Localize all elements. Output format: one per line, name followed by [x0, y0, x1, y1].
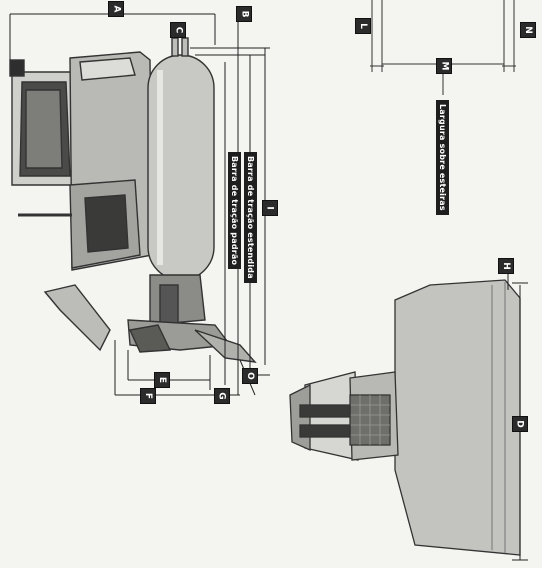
dimension-label-g: G [214, 388, 230, 404]
tractor-front-view [289, 258, 528, 561]
dimension-label-e: E [154, 372, 170, 388]
dimension-label-i: I [262, 200, 278, 216]
dimension-label-l: L [355, 18, 371, 34]
dimension-label-d: D [512, 416, 528, 432]
dimension-label-c: C [170, 22, 186, 38]
dimension-label-f: F [140, 388, 156, 404]
dimension-label-n: N [520, 22, 536, 38]
tractor-side-view [9, 13, 270, 396]
track-width-view [370, 0, 516, 95]
dimension-label-m: M [436, 58, 452, 74]
dimension-label-o: O [242, 368, 258, 384]
dimension-label-a: A [108, 1, 124, 17]
track-width-caption: Largura sobre esteiras [436, 100, 449, 215]
standard-drawbar-caption: Barra de tração padrão [228, 152, 241, 270]
extended-drawbar-caption: Barra de tração estendida [244, 152, 257, 283]
dimension-label-b: B [236, 6, 252, 22]
dimension-label-h: H [498, 258, 514, 274]
